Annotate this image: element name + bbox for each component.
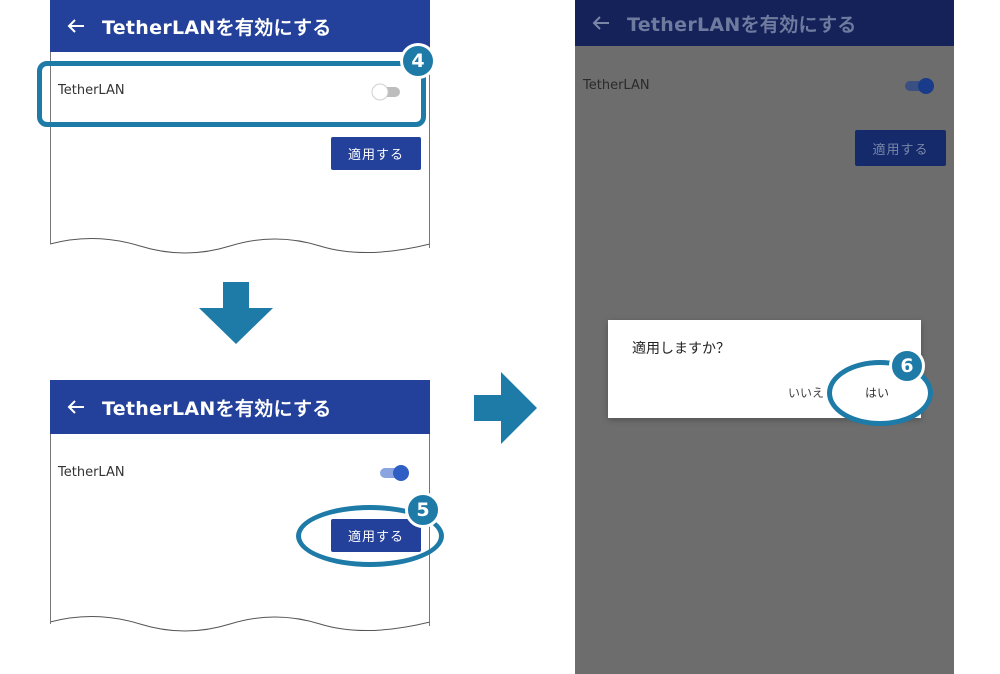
back-arrow-icon (67, 400, 84, 414)
phone-screen-dialog: TetherLANを有効にする TetherLAN 適用する 適用しますか？ い… (575, 0, 954, 674)
app-bar: TetherLANを有効にする (50, 0, 430, 52)
right-arrow-icon (474, 372, 537, 444)
app-bar: TetherLANを有効にする (50, 380, 430, 434)
back-button[interactable] (50, 399, 102, 415)
dialog-yes-button-highlighted[interactable]: はい (865, 386, 890, 400)
down-arrow-icon (199, 282, 273, 344)
screen-title: TetherLANを有効にする (102, 397, 332, 420)
screen-title: TetherLANを有効にする (102, 16, 332, 39)
back-arrow-icon (592, 16, 609, 30)
step-badge-4: 4 (400, 43, 436, 79)
tetherlan-setting-label: TetherLAN (583, 78, 650, 93)
highlight-toggle-row (37, 61, 426, 127)
screen-title: TetherLANを有効にする (627, 13, 857, 36)
step-badge-6: 6 (889, 348, 925, 384)
highlight-apply-button (296, 505, 444, 567)
phone-border-left (50, 52, 51, 244)
dialog-message: 適用しますか？ (632, 341, 730, 357)
tetherlan-toggle-off[interactable] (370, 82, 406, 102)
phone-border-right (429, 52, 430, 248)
torn-edge (50, 230, 430, 262)
apply-button-label: 適用する (872, 142, 929, 158)
tetherlan-toggle-on-dimmed (905, 78, 934, 94)
phone-screen-before: TetherLANを有効にする TetherLAN 適用する (50, 0, 430, 262)
back-button[interactable] (50, 18, 102, 34)
back-arrow-icon (67, 19, 84, 33)
tetherlan-toggle-on[interactable] (376, 463, 412, 483)
torn-edge (50, 608, 430, 640)
apply-button-dimmed: 適用する (855, 130, 946, 166)
phone-border-left (50, 434, 51, 624)
dialog-no-button[interactable]: いいえ (788, 386, 825, 400)
back-button (575, 15, 627, 31)
apply-button[interactable]: 適用する (331, 137, 421, 170)
app-bar-dimmed: TetherLANを有効にする (575, 0, 954, 46)
tetherlan-setting-label: TetherLAN (58, 83, 125, 98)
step-badge-5: 5 (405, 492, 441, 528)
tetherlan-setting-label: TetherLAN (58, 465, 125, 480)
apply-button-label: 適用する (347, 148, 404, 163)
